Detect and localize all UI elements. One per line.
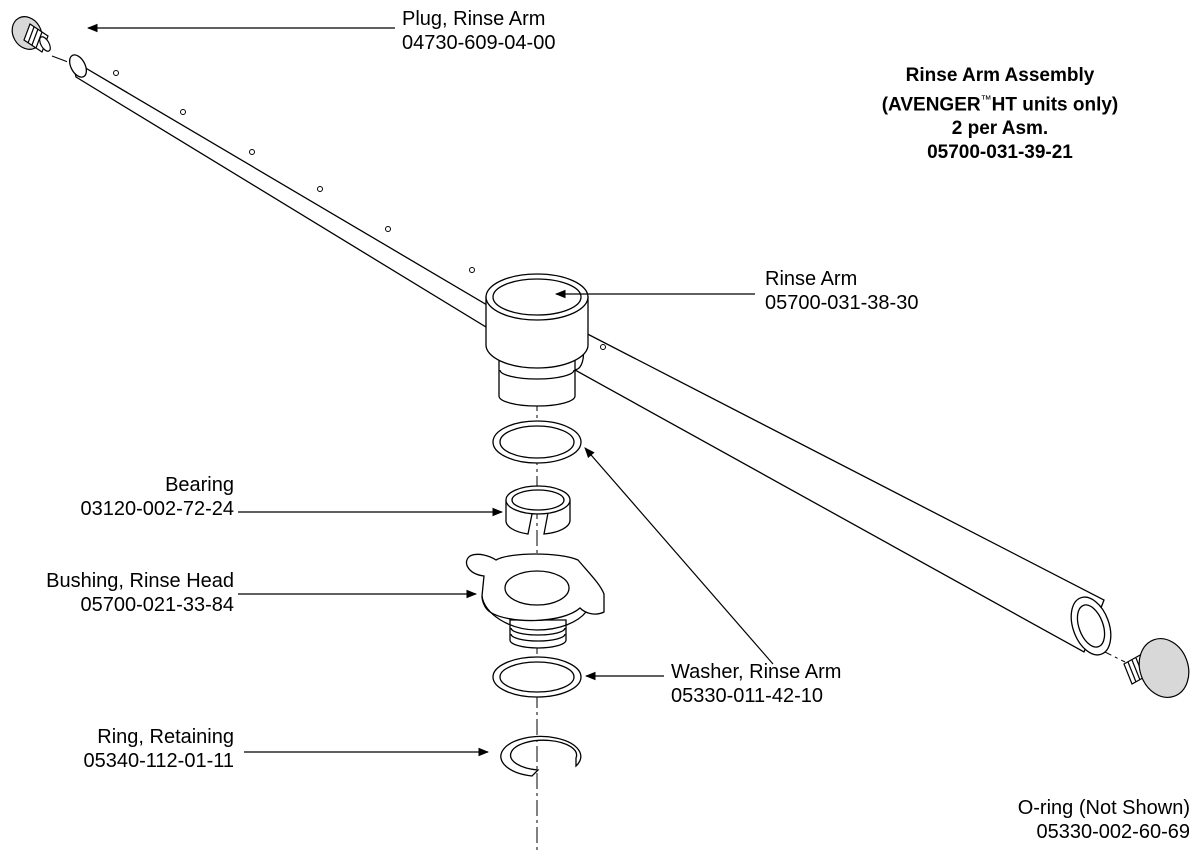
callout-oring-name: O-ring (Not Shown) xyxy=(1017,797,1190,819)
lower-washer xyxy=(492,656,582,698)
callout-oring: O-ring (Not Shown) 05330-002-60-69 xyxy=(1018,796,1190,844)
callout-bushing-part: 05700-021-33-84 xyxy=(80,594,234,616)
callout-washer-part: 05330-011-42-10 xyxy=(671,685,823,707)
leader-lines xyxy=(86,23,774,757)
callout-rinse-arm-name: Rinse Arm xyxy=(765,268,858,290)
title-line-4: 05700-031-39-21 xyxy=(927,142,1073,164)
title-line-2-post: HT units only) xyxy=(991,94,1119,116)
bushing-rinse-head xyxy=(465,553,605,649)
callout-ring: Ring, Retaining 05340-112-01-11 xyxy=(84,725,235,773)
callout-bearing-part: 03120-002-72-24 xyxy=(80,498,234,520)
callout-washer-name: Washer, Rinse Arm xyxy=(671,661,842,683)
callout-plug-part: 04730-609-04-00 xyxy=(402,32,556,54)
rinse-arm-hub xyxy=(485,273,589,407)
plug-bottom-right xyxy=(1123,638,1190,698)
title-line-1: Rinse Arm Assembly xyxy=(905,65,1095,86)
title-line-2: (AVENGER™HT units only) xyxy=(840,88,1160,117)
callout-ring-part: 05340-112-01-11 xyxy=(83,750,235,772)
callout-bearing: Bearing 03120-002-72-24 xyxy=(81,473,234,521)
assembly-title: Rinse Arm Assembly (AVENGER™HT units onl… xyxy=(840,64,1160,165)
callout-plug: Plug, Rinse Arm 04730-609-04-00 xyxy=(402,7,555,55)
callout-washer: Washer, Rinse Arm 05330-011-42-10 xyxy=(671,660,841,708)
callout-rinse-arm-part: 05700-031-38-30 xyxy=(765,292,919,314)
callout-ring-name: Ring, Retaining xyxy=(97,726,234,748)
title-line-3: 2 per Asm. xyxy=(951,118,1049,140)
retaining-ring xyxy=(500,735,582,777)
plug-top-left xyxy=(11,16,51,53)
callout-bearing-name: Bearing xyxy=(165,474,234,496)
bearing xyxy=(505,485,571,535)
callout-plug-name: Plug, Rinse Arm xyxy=(402,8,546,30)
trademark-symbol: ™ xyxy=(980,94,992,106)
leader-washer-upper xyxy=(584,447,774,665)
callout-oring-part: 05330-002-60-69 xyxy=(1036,821,1190,843)
callout-bushing: Bushing, Rinse Head 05700-021-33-84 xyxy=(46,569,234,617)
spray-holes xyxy=(113,70,606,350)
title-line-2-pre: (AVENGER xyxy=(881,94,981,116)
callout-rinse-arm: Rinse Arm 05700-031-38-30 xyxy=(765,267,918,315)
rinse-arm-tube-left xyxy=(68,54,488,329)
upper-washer xyxy=(492,420,582,464)
rinse-arm-tube-right xyxy=(559,324,1112,656)
callout-bushing-name: Bushing, Rinse Head xyxy=(46,570,234,592)
